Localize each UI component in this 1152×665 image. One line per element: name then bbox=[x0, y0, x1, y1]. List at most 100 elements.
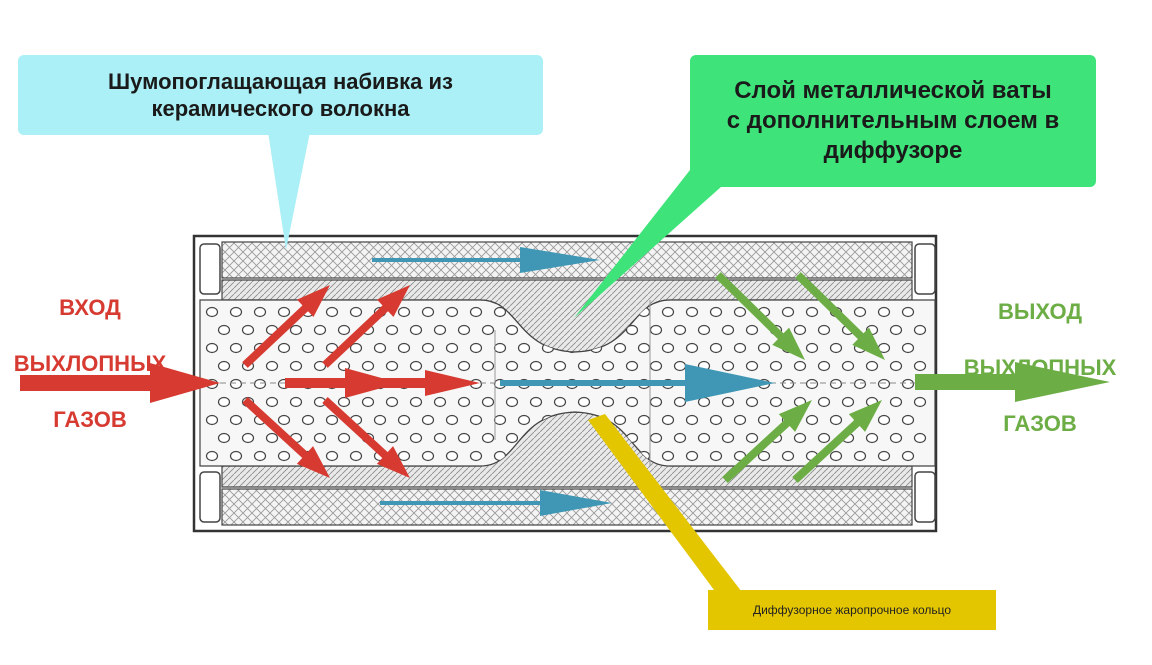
perforation-hole bbox=[877, 414, 891, 426]
perforation-hole bbox=[817, 432, 831, 444]
perforation-hole bbox=[817, 324, 831, 336]
perforation-hole bbox=[841, 396, 855, 408]
perforation-hole bbox=[373, 414, 387, 426]
perforation-hole bbox=[913, 396, 927, 408]
perforation-hole bbox=[673, 324, 687, 336]
perforation-hole bbox=[661, 342, 675, 354]
perforation-hole bbox=[829, 450, 843, 462]
perforation-hole bbox=[877, 306, 891, 318]
perforation-hole bbox=[853, 450, 867, 462]
perforation-hole bbox=[241, 324, 255, 336]
perforation-hole bbox=[205, 306, 219, 318]
perforation-hole bbox=[313, 432, 327, 444]
perforation-hole bbox=[661, 306, 675, 318]
perforation-hole bbox=[409, 432, 423, 444]
perforation-hole bbox=[613, 342, 627, 354]
perforation-hole bbox=[913, 324, 927, 336]
perforation-hole bbox=[517, 342, 531, 354]
perforation-hole bbox=[805, 414, 819, 426]
perforation-hole bbox=[829, 342, 843, 354]
perforation-hole bbox=[265, 432, 279, 444]
perforation-hole bbox=[733, 306, 747, 318]
perforation-hole bbox=[817, 360, 831, 372]
perforation-hole bbox=[817, 396, 831, 408]
outlet-line-2: ВЫХЛОПНЫХ bbox=[963, 354, 1117, 380]
flow-arrow bbox=[242, 397, 331, 478]
flow-arrow bbox=[715, 272, 805, 360]
perforation-hole bbox=[913, 432, 927, 444]
perforation-hole bbox=[361, 360, 375, 372]
perforation-hole bbox=[853, 306, 867, 318]
inlet-arrows bbox=[20, 363, 480, 403]
metal-wool-line-2: с дополнительным слоем в bbox=[726, 107, 1060, 134]
flow-arrow bbox=[722, 400, 812, 483]
perforation-hole bbox=[421, 414, 435, 426]
perforation-hole bbox=[457, 324, 471, 336]
perforation-hole bbox=[685, 414, 699, 426]
perforation-hole bbox=[385, 396, 399, 408]
perforation-hole bbox=[661, 414, 675, 426]
perforation-hole bbox=[481, 396, 495, 408]
perforation-hole bbox=[769, 360, 783, 372]
perforation-hole bbox=[301, 342, 315, 354]
perforation-hole bbox=[745, 432, 759, 444]
perforation-hole bbox=[661, 450, 675, 462]
ceramic-callout-pointer bbox=[268, 132, 310, 250]
perforation-hole bbox=[325, 414, 339, 426]
perforation-hole bbox=[445, 342, 459, 354]
perforation-hole bbox=[421, 450, 435, 462]
perforation-hole bbox=[553, 396, 567, 408]
perforation-hole bbox=[517, 414, 531, 426]
perforation-hole bbox=[673, 360, 687, 372]
perforation-hole bbox=[205, 414, 219, 426]
perforation-hole bbox=[709, 414, 723, 426]
perforation-hole bbox=[373, 342, 387, 354]
perforation-hole bbox=[409, 324, 423, 336]
perforation-hole bbox=[673, 432, 687, 444]
perforation-hole bbox=[601, 360, 615, 372]
perforation-hole bbox=[553, 360, 567, 372]
perforation-hole bbox=[793, 360, 807, 372]
perforation-hole bbox=[505, 360, 519, 372]
perforation-hole bbox=[253, 450, 267, 462]
perforation-hole bbox=[433, 324, 447, 336]
flow-arrow bbox=[792, 400, 882, 483]
perforation-hole bbox=[901, 414, 915, 426]
perforation-hole bbox=[877, 450, 891, 462]
perforation-hole bbox=[673, 396, 687, 408]
perforation-hole bbox=[469, 450, 483, 462]
perforation-hole bbox=[361, 396, 375, 408]
perforation-hole bbox=[397, 414, 411, 426]
perforation-hole bbox=[757, 342, 771, 354]
perforation-hole bbox=[493, 342, 507, 354]
inlet-line-1: ВХОД bbox=[59, 294, 121, 320]
perforation-hole bbox=[865, 360, 879, 372]
perforation-hole bbox=[385, 432, 399, 444]
ceramic-packing-callout: Шумопоглащающая набивка из керамического… bbox=[18, 55, 543, 135]
perforation-hole bbox=[229, 450, 243, 462]
perforation-hole bbox=[397, 450, 411, 462]
perforation-hole bbox=[649, 324, 663, 336]
internal-flow-arrows bbox=[372, 247, 775, 516]
outlet-line-1: ВЫХОД bbox=[997, 298, 1083, 324]
perforation-hole bbox=[457, 432, 471, 444]
perforation-hole bbox=[349, 306, 363, 318]
perforation-hole bbox=[445, 306, 459, 318]
perforation-hole bbox=[433, 396, 447, 408]
perforation-hole bbox=[493, 414, 507, 426]
perforation-hole bbox=[229, 306, 243, 318]
perforation-hole bbox=[385, 360, 399, 372]
perforation-hole bbox=[277, 306, 291, 318]
perforation-hole bbox=[277, 450, 291, 462]
perforation-hole bbox=[289, 396, 303, 408]
perforation-hole bbox=[493, 306, 507, 318]
perforation-hole bbox=[697, 432, 711, 444]
perforation-hole bbox=[217, 324, 231, 336]
perforation-hole bbox=[721, 396, 735, 408]
metal-wool-line-3: диффузоре bbox=[823, 137, 963, 164]
perforation-hole bbox=[637, 414, 651, 426]
perforation-hole bbox=[469, 342, 483, 354]
perforation-hole bbox=[865, 432, 879, 444]
perforation-hole bbox=[529, 396, 543, 408]
perforation-hole bbox=[901, 306, 915, 318]
